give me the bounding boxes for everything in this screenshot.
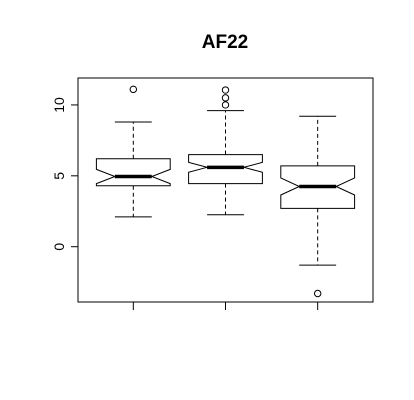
y-tick-label-1: 5	[51, 172, 67, 180]
box-2	[188, 154, 263, 185]
box-2-outlier-2	[221, 94, 230, 102]
box-3-outlier-1	[313, 289, 322, 298]
y-tick-label-0: 0	[51, 243, 67, 251]
box-2-outlier-3	[221, 86, 230, 94]
box-1-outlier-1	[129, 85, 138, 94]
chart-title: AF22	[202, 32, 248, 53]
y-tick-label-2: 10	[51, 97, 67, 113]
box-1	[95, 158, 171, 187]
box-2-outlier-1	[221, 101, 230, 109]
